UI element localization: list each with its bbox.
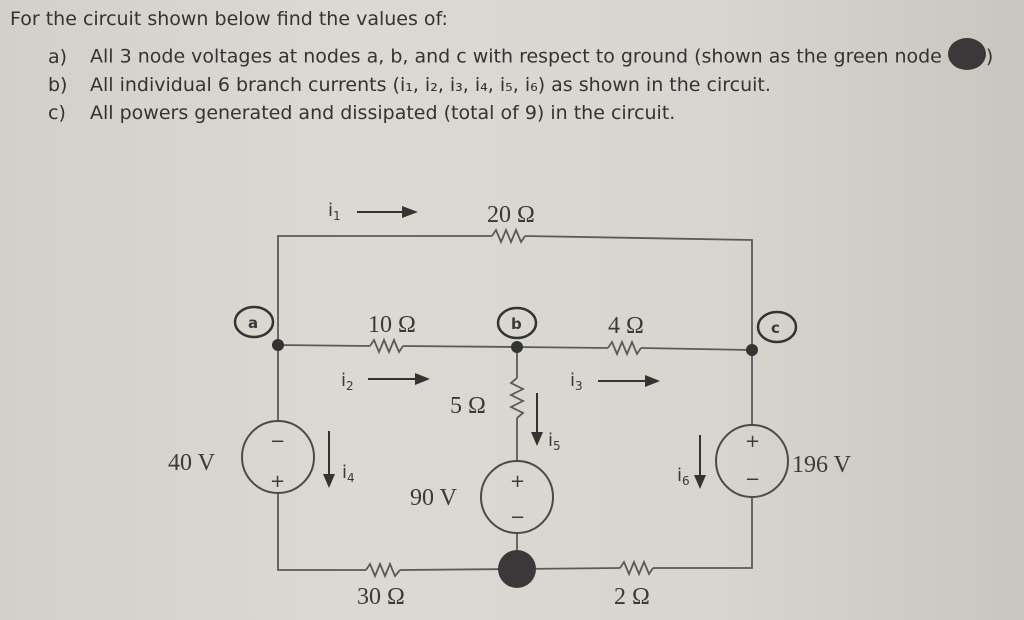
question-b-text: All individual 6 branch currents (i₁, i₂… xyxy=(90,74,771,96)
source-40v-minus-sign: − xyxy=(270,431,285,452)
current-i3: i3 xyxy=(570,370,660,393)
resistor-20-label: 20 Ω xyxy=(487,202,535,228)
problem-intro: For the circuit shown below find the val… xyxy=(10,8,448,30)
question-c-marker: c) xyxy=(48,102,66,124)
question-a: a) All 3 node voltages at nodes a, b, and… xyxy=(48,38,994,70)
question-a-suffix: ) xyxy=(985,45,994,68)
node-c: c xyxy=(746,310,798,356)
voltage-source-90v: + − 90 V xyxy=(410,460,554,534)
svg-text:i2: i2 xyxy=(341,370,354,393)
resistor-10-label: 10 Ω xyxy=(368,312,416,338)
ground-node-legend-icon xyxy=(947,38,986,70)
node-a: a xyxy=(233,305,284,351)
question-b-marker: b) xyxy=(48,74,68,96)
wires xyxy=(277,227,753,579)
source-196v-minus-sign: − xyxy=(745,469,760,490)
current-i6: i6 xyxy=(677,435,706,489)
node-c-label: c xyxy=(771,319,780,337)
source-90v-minus-sign: − xyxy=(510,507,525,528)
resistor-5-label: 5 Ω xyxy=(450,393,486,419)
node-b: b xyxy=(496,306,538,353)
current-i1: i1 xyxy=(328,200,418,223)
current-i2: i2 xyxy=(341,370,430,393)
node-a-label: a xyxy=(248,314,258,332)
question-a-marker: a) xyxy=(48,45,68,68)
question-b: b) All individual 6 branch currents (i₁, … xyxy=(48,74,771,96)
source-90v-plus-sign: + xyxy=(510,471,525,492)
question-c-text: All powers generated and dissipated (tot… xyxy=(90,102,676,124)
ground-node xyxy=(498,550,536,588)
source-196v-label: 196 V xyxy=(792,452,852,478)
question-a-text: All 3 node voltages at nodes a, b, and c… xyxy=(90,45,942,68)
svg-text:i5: i5 xyxy=(548,430,561,453)
current-i5: i5 xyxy=(531,393,561,453)
resistor-30-label: 30 Ω xyxy=(357,584,405,610)
node-b-label: b xyxy=(511,315,522,333)
current-i4: i4 xyxy=(323,431,355,488)
source-196v-plus-sign: + xyxy=(745,431,760,452)
svg-text:i1: i1 xyxy=(328,200,341,223)
voltage-source-40v: − + 40 V xyxy=(168,420,315,494)
question-c: c) All powers generated and dissipated (t… xyxy=(48,102,675,124)
svg-text:i3: i3 xyxy=(570,370,583,393)
resistor-4-label: 4 Ω xyxy=(608,313,644,339)
svg-text:i6: i6 xyxy=(677,465,690,488)
source-90v-label: 90 V xyxy=(410,485,458,511)
source-40v-label: 40 V xyxy=(168,450,216,476)
source-40v-plus-sign: + xyxy=(270,471,285,492)
svg-text:i4: i4 xyxy=(342,462,355,485)
voltage-source-196v: + − 196 V xyxy=(715,424,852,498)
resistor-2-label: 2 Ω xyxy=(614,584,650,610)
